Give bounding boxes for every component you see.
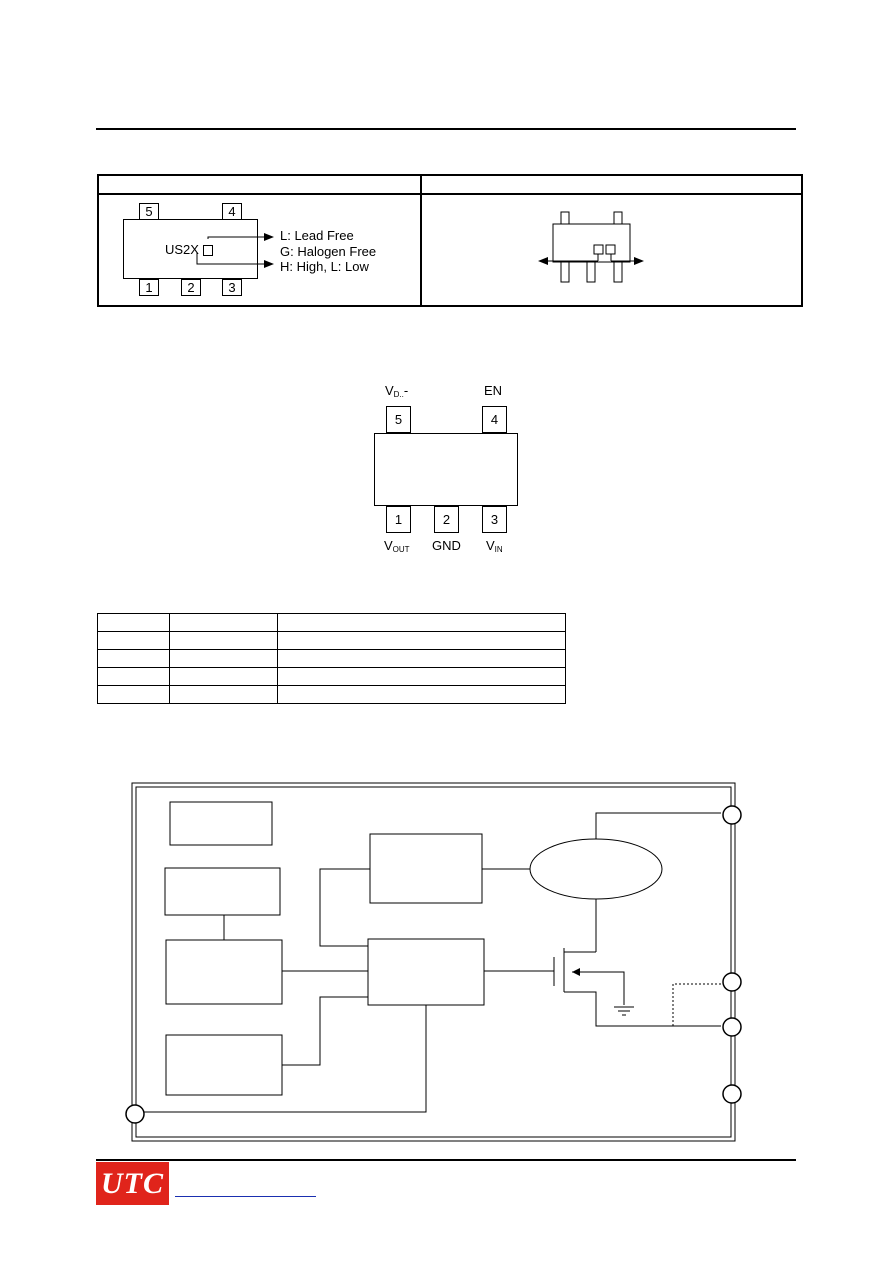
pin-2: 2 [434,506,459,533]
pin-label-vdd: VD..- [385,383,409,399]
block-diagram [125,782,742,1142]
pin-label-vout: VOUT [384,538,410,554]
website-link[interactable] [175,1196,316,1197]
marking-package-body [123,219,258,279]
table-row [97,685,566,704]
footer-rule [96,1159,796,1161]
marking-legend-high-low: H: High, L: Low [280,259,369,274]
marking-pin-2: 2 [181,279,201,296]
pin-4: 4 [482,406,507,433]
marking-pin-5: 5 [139,203,159,220]
marking-pin-1: 1 [139,279,159,296]
marking-code: US2X [165,242,199,257]
table-row [97,631,566,650]
pin-description-table [97,613,566,704]
package-outline-drawing [538,211,644,283]
marking-table-divider [420,174,422,307]
pin-3: 3 [482,506,507,533]
marking-table-header-rule [97,193,803,195]
header-rule [96,128,796,130]
marking-arrows [196,233,274,268]
marking-legend-halogen-free: G: Halogen Free [280,244,377,259]
pin-5: 5 [386,406,411,433]
table-row [97,649,566,668]
table-row [97,667,566,686]
marking-legend-lead-free: L: Lead Free [280,228,354,243]
pin-label-en: EN [484,383,503,398]
utc-logo: UTC [96,1162,169,1205]
pin-config-body [374,433,518,506]
marking-pin-3: 3 [222,279,242,296]
pin-label-gnd: GND [432,538,461,553]
table-row [97,613,566,632]
pin-1: 1 [386,506,411,533]
marking-pin-4: 4 [222,203,242,220]
marking-code-box [203,245,213,256]
pin-label-vin: VIN [486,538,503,554]
